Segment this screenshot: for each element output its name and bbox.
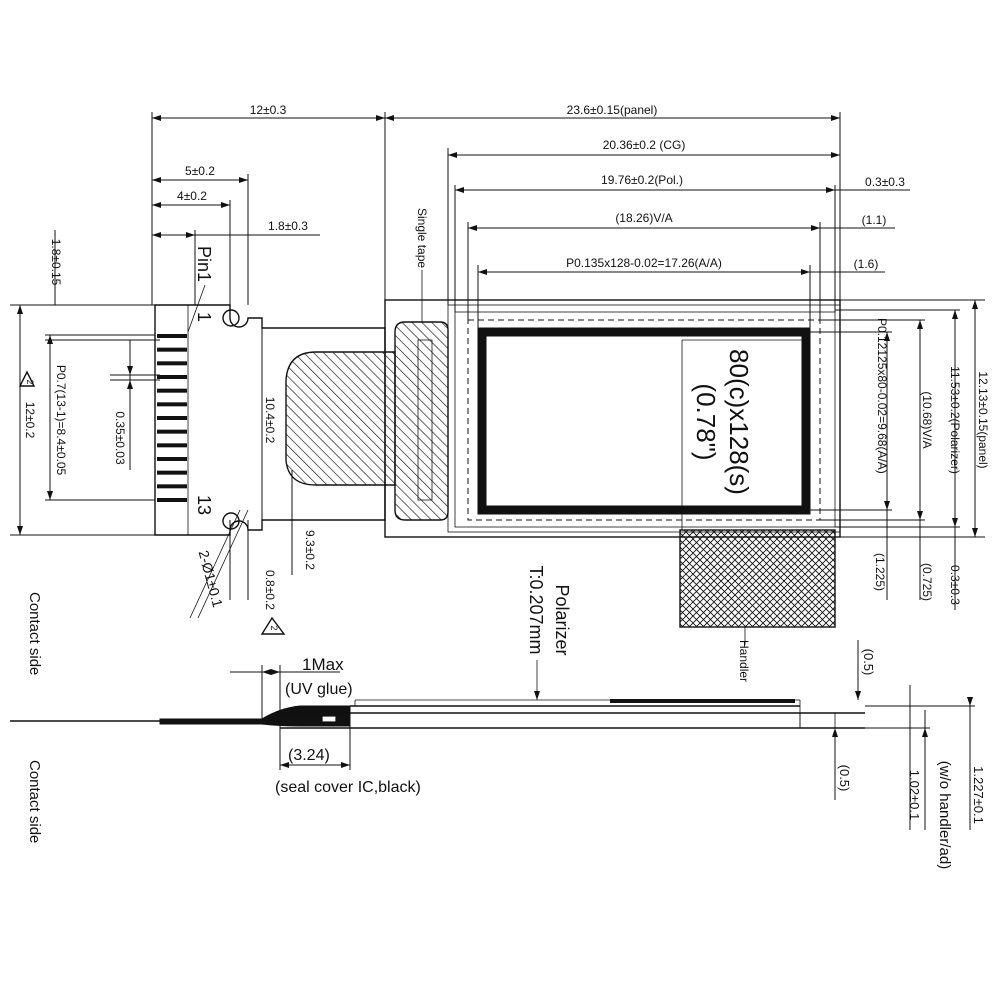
label-cg-width: 20.36±0.2 (CG) xyxy=(603,138,686,152)
label-d03: 0.3±0.3 xyxy=(948,565,962,605)
seal-ic xyxy=(321,715,337,723)
active-area xyxy=(477,327,811,515)
label-pol-height: 11.53±0.2(Polarizer) xyxy=(948,366,962,474)
fpc-pin xyxy=(157,429,187,434)
label-pol-width: 19.76±0.2(Pol.) xyxy=(601,173,683,187)
label-fpc-width: 12±0.3 xyxy=(250,103,287,117)
handler-pad xyxy=(679,529,836,628)
label-d4: 4±0.2 xyxy=(177,189,207,203)
panel-top-view xyxy=(384,299,841,645)
label-d18: 1.8±0.3 xyxy=(268,219,308,233)
label-top-offset: 1.8±0.15 xyxy=(49,239,63,286)
polarizer-outline xyxy=(454,311,836,528)
label-contact-side-bottom: Contact side xyxy=(26,760,43,843)
label-va-width: (18.26)V/A xyxy=(615,211,672,225)
label-fpc-height-marker: 2 xyxy=(25,379,35,384)
label-single-tape: Single tape xyxy=(415,208,429,268)
label-uv-glue: (UV glue) xyxy=(285,681,353,698)
label-aa-height: P0.12125x80-0.02=9.68(A/A) xyxy=(875,318,889,474)
side-handler xyxy=(610,699,795,703)
label-d0725: (0.725) xyxy=(920,563,934,601)
label-polarizer: Polarizer xyxy=(552,584,572,655)
label-d1225: (1.225) xyxy=(873,553,887,591)
label-pol-offset: 0.3±0.3 xyxy=(865,175,905,189)
fpc-pin xyxy=(157,388,187,393)
label-slot-marker: 2 xyxy=(269,625,279,630)
label-hole: 2-Ø1±0.1 xyxy=(196,548,227,609)
fpc-pin xyxy=(157,361,187,366)
label-d5: 5±0.2 xyxy=(185,164,215,178)
viewing-area xyxy=(467,319,821,521)
label-pin-last: 13 xyxy=(194,495,214,515)
fpc-pin xyxy=(157,334,187,338)
fpc-pin xyxy=(157,402,187,407)
label-d05-bottom: (0.5) xyxy=(837,765,852,792)
side-view xyxy=(10,640,975,830)
fpc-pin xyxy=(157,484,187,489)
label-seal-cover: (seal cover IC,black) xyxy=(275,779,421,796)
label-thickness-panel: 1.02±0.1 xyxy=(907,770,922,821)
label-thickness-total: 1.227±0.1 xyxy=(971,766,986,824)
label-pitch: P0.7(13-1)=8.4±0.05 xyxy=(54,365,68,476)
label-panel-width: 23.6±0.15(panel) xyxy=(567,103,658,117)
label-wo-handler: (w/o handler/ad) xyxy=(936,761,953,869)
label-pin-width: 0.35±0.03 xyxy=(113,411,127,465)
label-aa-width: P0.135x128-0.02=17.26(A/A) xyxy=(566,256,722,270)
fpc-pin xyxy=(157,416,187,420)
single-tape xyxy=(394,321,449,521)
label-handler: Handler xyxy=(737,640,751,682)
fpc-top-dimensions xyxy=(151,112,386,635)
label-pol-thickness: T:0.207mm xyxy=(526,565,546,654)
fpc-pin xyxy=(157,470,187,475)
mount-hole-top xyxy=(222,309,240,327)
label-panel-height: 12.13±0.15(panel) xyxy=(976,371,990,468)
bend-hatch xyxy=(285,351,396,486)
fpc-pin xyxy=(157,375,187,379)
label-contact-side-top: Contact side xyxy=(26,592,43,675)
label-aa-offset: (1.6) xyxy=(854,257,879,271)
panel-top-dimensions xyxy=(385,112,910,332)
fpc-pin xyxy=(157,347,187,352)
fpc-left-dimensions xyxy=(10,230,160,536)
label-slot: 0.8±0.2 xyxy=(263,570,277,610)
bend-area xyxy=(285,270,449,521)
fpc-pin xyxy=(157,498,187,502)
fpc-pin xyxy=(157,457,187,461)
label-stiffener: 9.3±0.2 xyxy=(303,530,317,570)
panel-right-dimensions xyxy=(806,299,985,610)
label-uv-max: 1Max xyxy=(302,655,344,674)
fpc-pin xyxy=(157,443,187,448)
label-va-offset: (1.1) xyxy=(862,213,887,227)
fpc-pins xyxy=(157,334,187,502)
label-pin1: Pin1 xyxy=(194,246,214,282)
label-diagonal: (0.78") xyxy=(691,383,721,460)
label-fpc-height: 12±0.2 xyxy=(23,402,37,439)
label-d05-top: (0.5) xyxy=(861,649,876,676)
label-seal-dim: (3.24) xyxy=(288,747,330,764)
label-va-height: (10.68)V/A xyxy=(920,391,934,448)
label-resolution: 80(c)x128(s) xyxy=(724,349,754,495)
label-fpc-length: 10.4±0.2 xyxy=(263,397,277,444)
cg-outline xyxy=(447,304,841,533)
label-pin-first: 1 xyxy=(194,312,214,322)
